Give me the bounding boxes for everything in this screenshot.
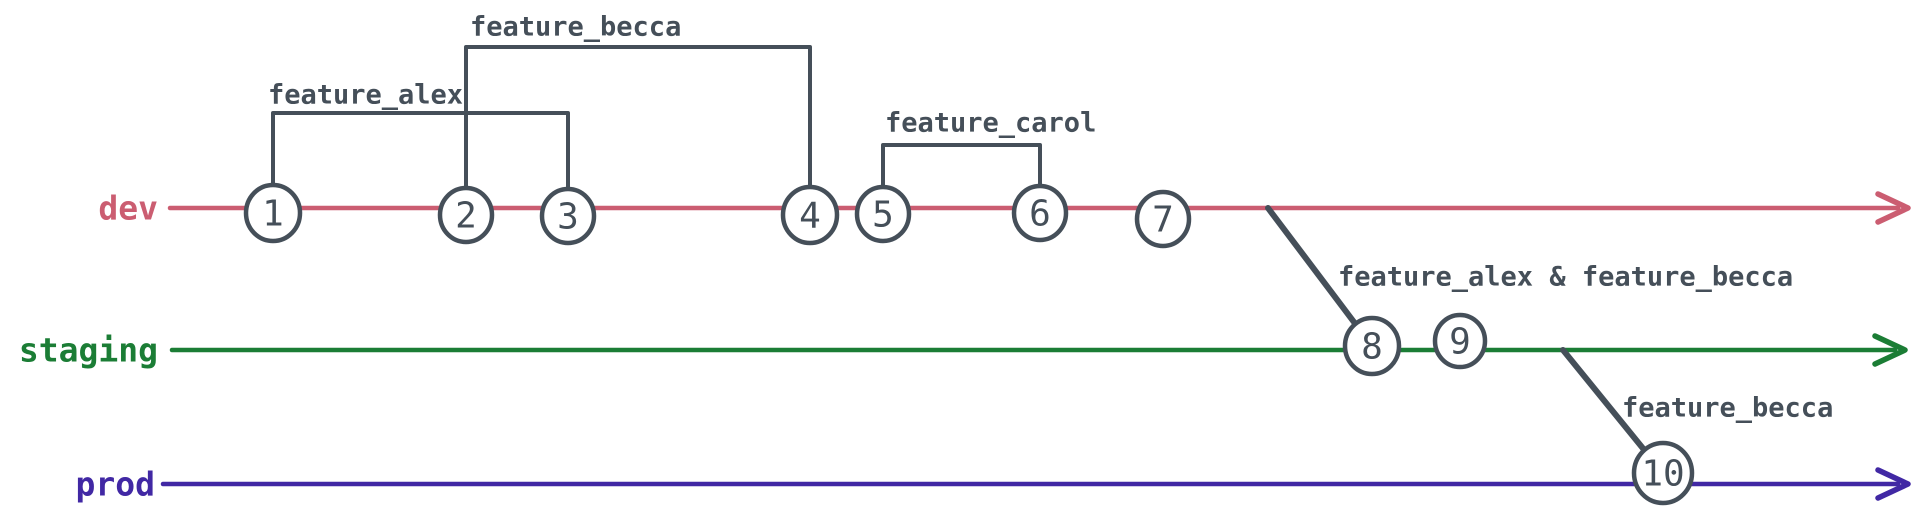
commit-number-6: 6 [1029, 194, 1051, 235]
branch-label-dev: dev [98, 189, 158, 228]
arrow-right-icon [1875, 191, 1911, 225]
branch-label-staging: staging [19, 331, 158, 370]
commit-circle-7 [1134, 189, 1192, 249]
feature-bracket-feature_becca [464, 45, 812, 217]
feature-bracket-label: feature_alex [268, 80, 463, 111]
feature-bracket-label: feature_carol [885, 108, 1096, 139]
commit-number-3: 3 [557, 197, 579, 238]
arrow-right-icon [1875, 467, 1911, 501]
commit-number-9: 9 [1449, 322, 1471, 363]
commit-circle-3 [539, 186, 597, 246]
commit-number-5: 5 [872, 195, 894, 236]
commit-number-7: 7 [1152, 200, 1174, 241]
feature-bracket-label: feature_becca [470, 12, 681, 43]
commit-circle-5 [854, 184, 912, 244]
commit-circle-8 [1342, 315, 1402, 377]
commit-circle-4 [780, 184, 840, 246]
arrow-right-icon [1872, 333, 1908, 367]
feature-bracket-feature_alex [271, 111, 570, 218]
commit-circle-10 [1631, 440, 1695, 506]
commit-number-2: 2 [455, 196, 477, 237]
commit-circle-6 [1011, 183, 1069, 243]
commit-circle-1 [243, 182, 303, 244]
branch-label-prod: prod [76, 465, 155, 504]
commit-circle-2 [437, 185, 495, 245]
feature-bracket-feature_carol [881, 143, 1042, 216]
commit-number-4: 4 [799, 196, 821, 237]
commit-number-1: 1 [262, 194, 284, 235]
commit-circle-9 [1432, 312, 1488, 370]
commit-number-10: 10 [1641, 454, 1684, 495]
merge-label: feature_becca [1622, 393, 1833, 424]
merge-label: feature_alex & feature_becca [1338, 262, 1793, 293]
commit-number-8: 8 [1361, 327, 1383, 368]
